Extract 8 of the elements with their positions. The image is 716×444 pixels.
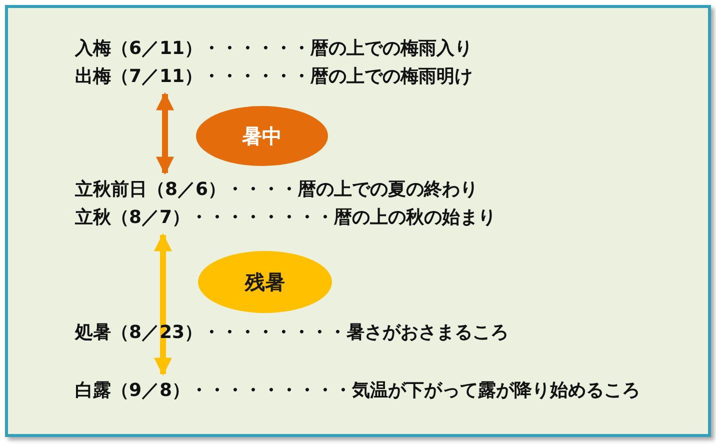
date-line-text: 出梅（7／11）・・・・・・暦の上での梅雨明け	[75, 64, 473, 90]
date-line-text: 白露（9／8）・・・・・・・・・気温が下がって露が降り始めるころ	[75, 378, 640, 404]
double-arrow	[156, 92, 174, 175]
date-line-text: 立秋前日（8／6）・・・・暦の上での夏の終わり	[75, 177, 478, 203]
date-line-text: 入梅（6／11）・・・・・・暦の上での梅雨入り	[75, 36, 473, 62]
ellipse-label: 残暑	[198, 251, 332, 313]
date-line-text: 立秋（8／7）・・・・・・・・暦の上の秋の始まり	[75, 205, 496, 231]
ellipse-label: 暑中	[196, 106, 328, 166]
